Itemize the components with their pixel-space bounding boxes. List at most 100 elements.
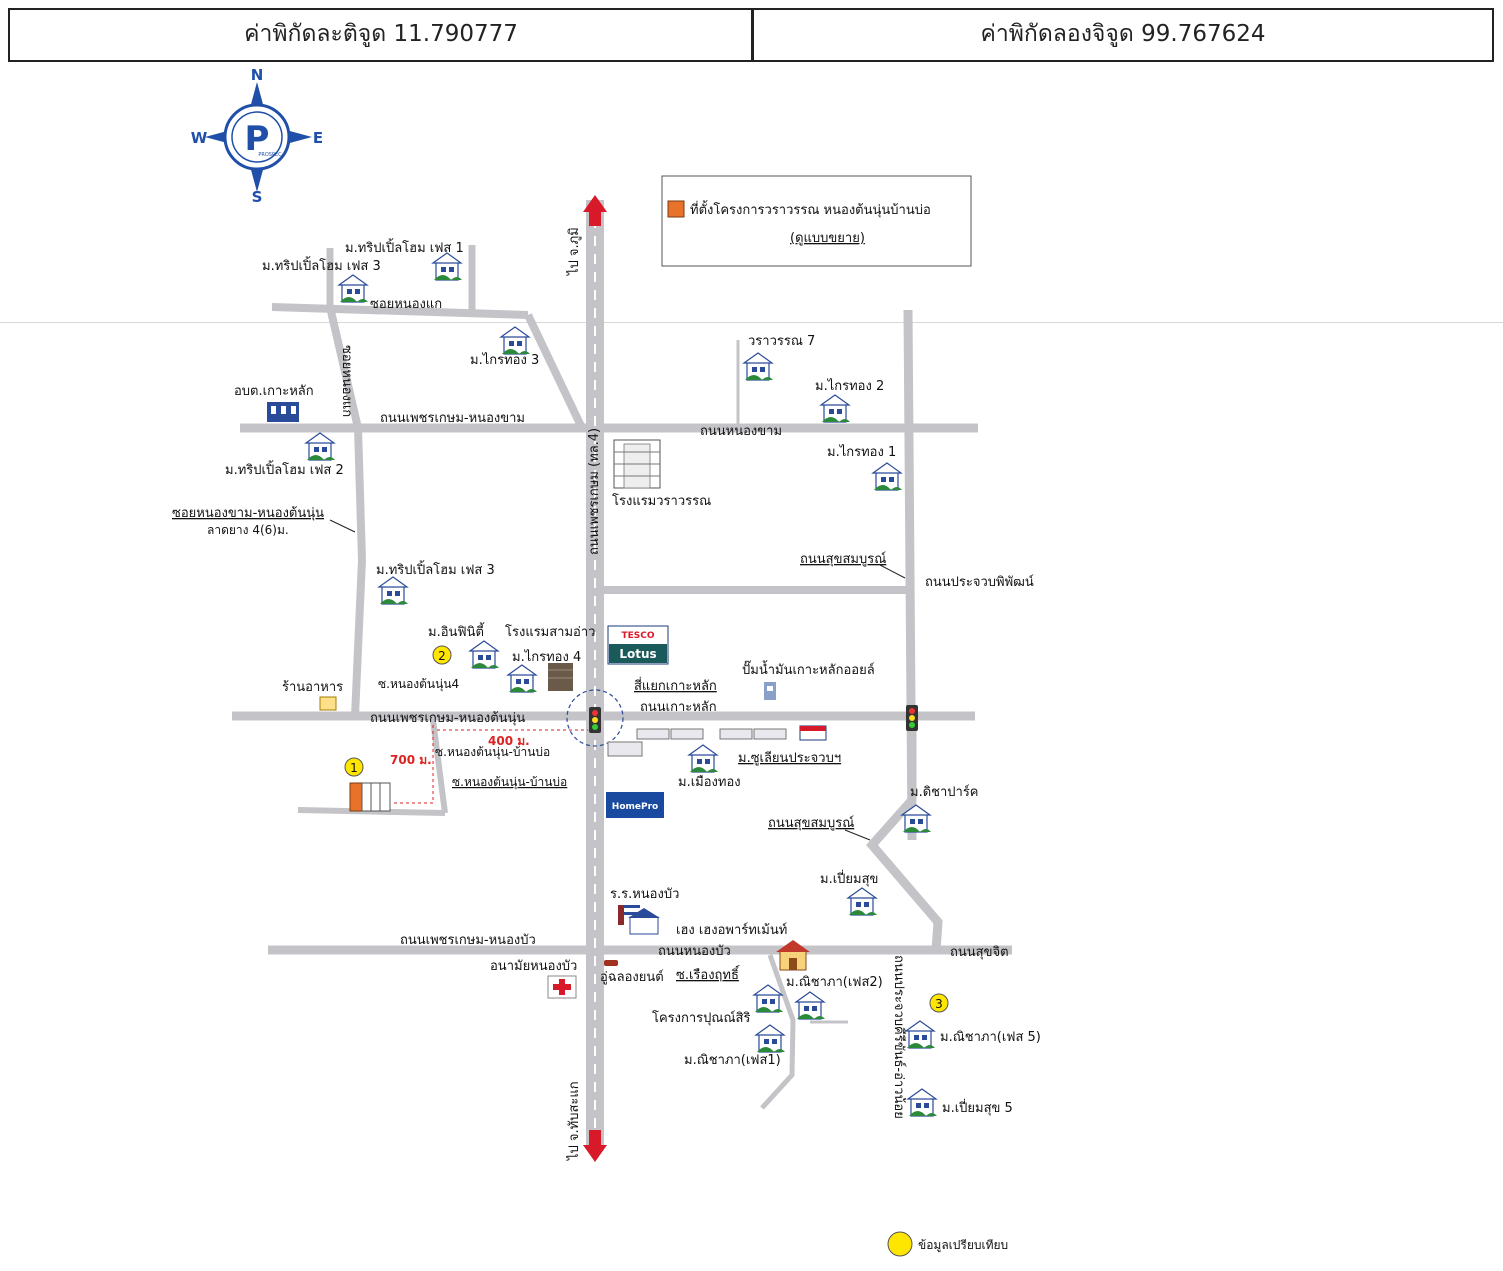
compass-logo-text: PROSPEC	[258, 152, 282, 158]
comparison-legend-swatch	[887, 1231, 913, 1257]
place-punsiri: โครงการปุณณ์สิริ	[652, 1010, 750, 1026]
marker-2-label: 2	[438, 649, 446, 663]
road-soi-nong-kae-vertical: ซอยหนองแก	[339, 345, 354, 417]
place-hotel-samaow: โรงแรมสามอ่าว	[505, 624, 595, 640]
compass-east-label: E	[313, 129, 323, 147]
legend-comparison-label: ข้อมูลเปรียบเทียบ	[918, 1238, 1008, 1253]
place-disapark: ม.ดิชาปาร์ค	[910, 784, 979, 800]
road-nongbua: ถนนหนองบัว	[658, 944, 731, 959]
north-direction-label: ไป จ.ภูมิ	[566, 227, 582, 276]
house-icon	[305, 432, 336, 461]
road-kohlak: ถนนเกาะหลัก	[640, 700, 717, 715]
house-icon	[469, 640, 500, 669]
place-kraithong-4: ม.ไกรทอง 4	[512, 649, 581, 665]
homepro-logo-text: HomePro	[612, 802, 658, 812]
place-piamsuk-5: ม.เปี่ยมสุข 5	[942, 1099, 1013, 1116]
road-prachuap-pipat: ถนนประจวบพิพัฒน์	[925, 574, 1034, 590]
place-triplehome-2: ม.ทริปเปิ้ลโฮม เฟส 2	[225, 460, 344, 478]
hotel-tower-icon	[548, 663, 573, 691]
traffic-light-icon	[906, 705, 918, 731]
place-muangthong: ม.เมืองทอง	[678, 774, 741, 790]
suksomboon-2-pointer	[844, 829, 871, 841]
comparison-marker: 1	[344, 757, 364, 777]
place-infinity: ม.อินฟินิตี้	[428, 622, 485, 640]
place-nichapa-2: ม.ณิชาภา(เฟส2)	[786, 975, 883, 990]
place-heng-apartment: เฮง เฮงอพาร์ทเม้นท์	[676, 922, 787, 938]
traffic-light-icon	[589, 707, 601, 733]
place-triplehome-3b: ม.ทริปเปิ้ลโฮม เฟส 3	[376, 560, 495, 578]
house-icon	[795, 991, 826, 1020]
house-icon	[432, 252, 463, 281]
house-icon	[500, 326, 531, 355]
south-direction-label: ไป จ.ทับสะแก	[566, 1081, 582, 1161]
compass-west-label: W	[191, 129, 208, 147]
compass-rose: P N S E W PROSPEC	[191, 66, 323, 206]
gas-station-icon	[764, 682, 776, 700]
road-suksomboon-2: ถนนสุขสมบูรณ์	[768, 815, 854, 831]
shophouse-row-icon	[607, 728, 787, 757]
longitude-label: ค่าพิกัดลองจิจูด 99.767624	[752, 8, 1494, 62]
road-soi-bannbo-1: ซ.หนองต้นนุ่น-บ้านบ่อ	[435, 745, 550, 760]
house-icon	[753, 984, 784, 1013]
road-soi-bannbo-2: ซ.หนองต้นนุ่น-บ้านบ่อ	[452, 775, 567, 790]
house-icon	[378, 576, 409, 605]
place-nichapa-5: ม.ณิชาภา(เฟส 5)	[940, 1030, 1041, 1045]
place-carshop: อู่ฉลองยนต์	[600, 969, 664, 985]
place-varawan-7: วราวรรณ 7	[748, 334, 815, 349]
intersection-label: สี่แยกเกาะหลัก	[634, 677, 717, 694]
compass-south-label: S	[252, 188, 263, 206]
south-direction-arrow	[583, 1130, 607, 1162]
car-icon	[604, 960, 618, 966]
place-kraithong-2: ม.ไกรทอง 2	[815, 378, 884, 394]
house-icon	[847, 887, 878, 916]
road-soi-nong-kae: ซอยหนองแก	[370, 297, 442, 312]
scan-fold-line	[0, 322, 1503, 323]
house-icon	[755, 1024, 786, 1053]
apartment-icon	[776, 940, 810, 971]
comparison-marker: 2	[432, 645, 452, 665]
building-icon	[267, 402, 299, 422]
compass-north-label: N	[251, 66, 264, 84]
suksomboon-1-pointer	[879, 564, 906, 579]
road-sukhit: ถนนสุขจิต	[950, 945, 1009, 960]
latitude-label: ค่าพิกัดละติจูด 11.790777	[8, 8, 752, 62]
project-site-marker	[349, 782, 391, 812]
soi-nongkham-pointer	[329, 519, 356, 533]
place-triplehome-1: ม.ทริปเปิ้ลโฮม เฟส 1	[345, 238, 464, 256]
place-kraithong-3: ม.ไกรทอง 3	[470, 352, 539, 368]
road-prachuap-vertical: ถนนประจวบคีรีขันธ์-อ่าวน้อย	[891, 955, 907, 1119]
road-suksomboon-1: ถนนสุขสมบูรณ์	[800, 551, 886, 567]
road-soi-nongtonnun4: ซ.หนองต้นนุ่น4	[378, 677, 459, 692]
place-restaurant: ร้านอาหาร	[282, 680, 343, 695]
place-kraithong-1: ม.ไกรทอง 1	[827, 444, 896, 460]
house-icon	[338, 274, 369, 303]
place-piamsuk: ม.เปี่ยมสุข	[820, 870, 878, 887]
house-icon	[688, 744, 719, 773]
project-legend-swatch	[667, 200, 685, 218]
house-icon	[820, 394, 851, 423]
restaurant-icon	[319, 696, 337, 711]
distance-400-label: 400 ม.	[488, 734, 530, 748]
house-icon	[507, 664, 538, 693]
place-hotel-varawan: โรงแรมวราวรรณ	[612, 493, 711, 509]
house-icon	[743, 352, 774, 381]
hospital-icon	[547, 975, 577, 999]
road-soi-nongkham: ซอยหนองขาม-หนองต้นนุ่น	[172, 506, 324, 521]
road-network	[232, 200, 1012, 1150]
marker-1-label: 1	[350, 761, 358, 775]
place-suzuki: ม.ซูเลียนประจวบฯ	[738, 750, 841, 766]
place-school-nongbua: ร.ร.หนองบัว	[610, 887, 679, 902]
house-icon	[905, 1020, 936, 1049]
hotel-building-icon	[613, 439, 661, 489]
north-direction-arrow	[583, 195, 607, 226]
place-clinic-nongbua: อนามัยหนองบัว	[490, 959, 577, 974]
marker-3-label: 3	[935, 997, 943, 1011]
road-petkasem-nongtonnun: ถนนเพชรเกษม-หนองต้นนุ่น	[370, 711, 525, 726]
road-petkasem-nongbua: ถนนเพชรเกษม-หนองบัว	[400, 933, 536, 948]
highway-label: ถนนเพชรเกษม (ทล.4)	[587, 428, 602, 555]
tesco-logo-text: TESCO	[621, 631, 654, 641]
house-icon	[872, 462, 903, 491]
lotus-logo-text: Lotus	[619, 647, 656, 661]
place-gas-station: ปั๊มน้ำมันเกาะหลักออยล์	[742, 660, 875, 678]
